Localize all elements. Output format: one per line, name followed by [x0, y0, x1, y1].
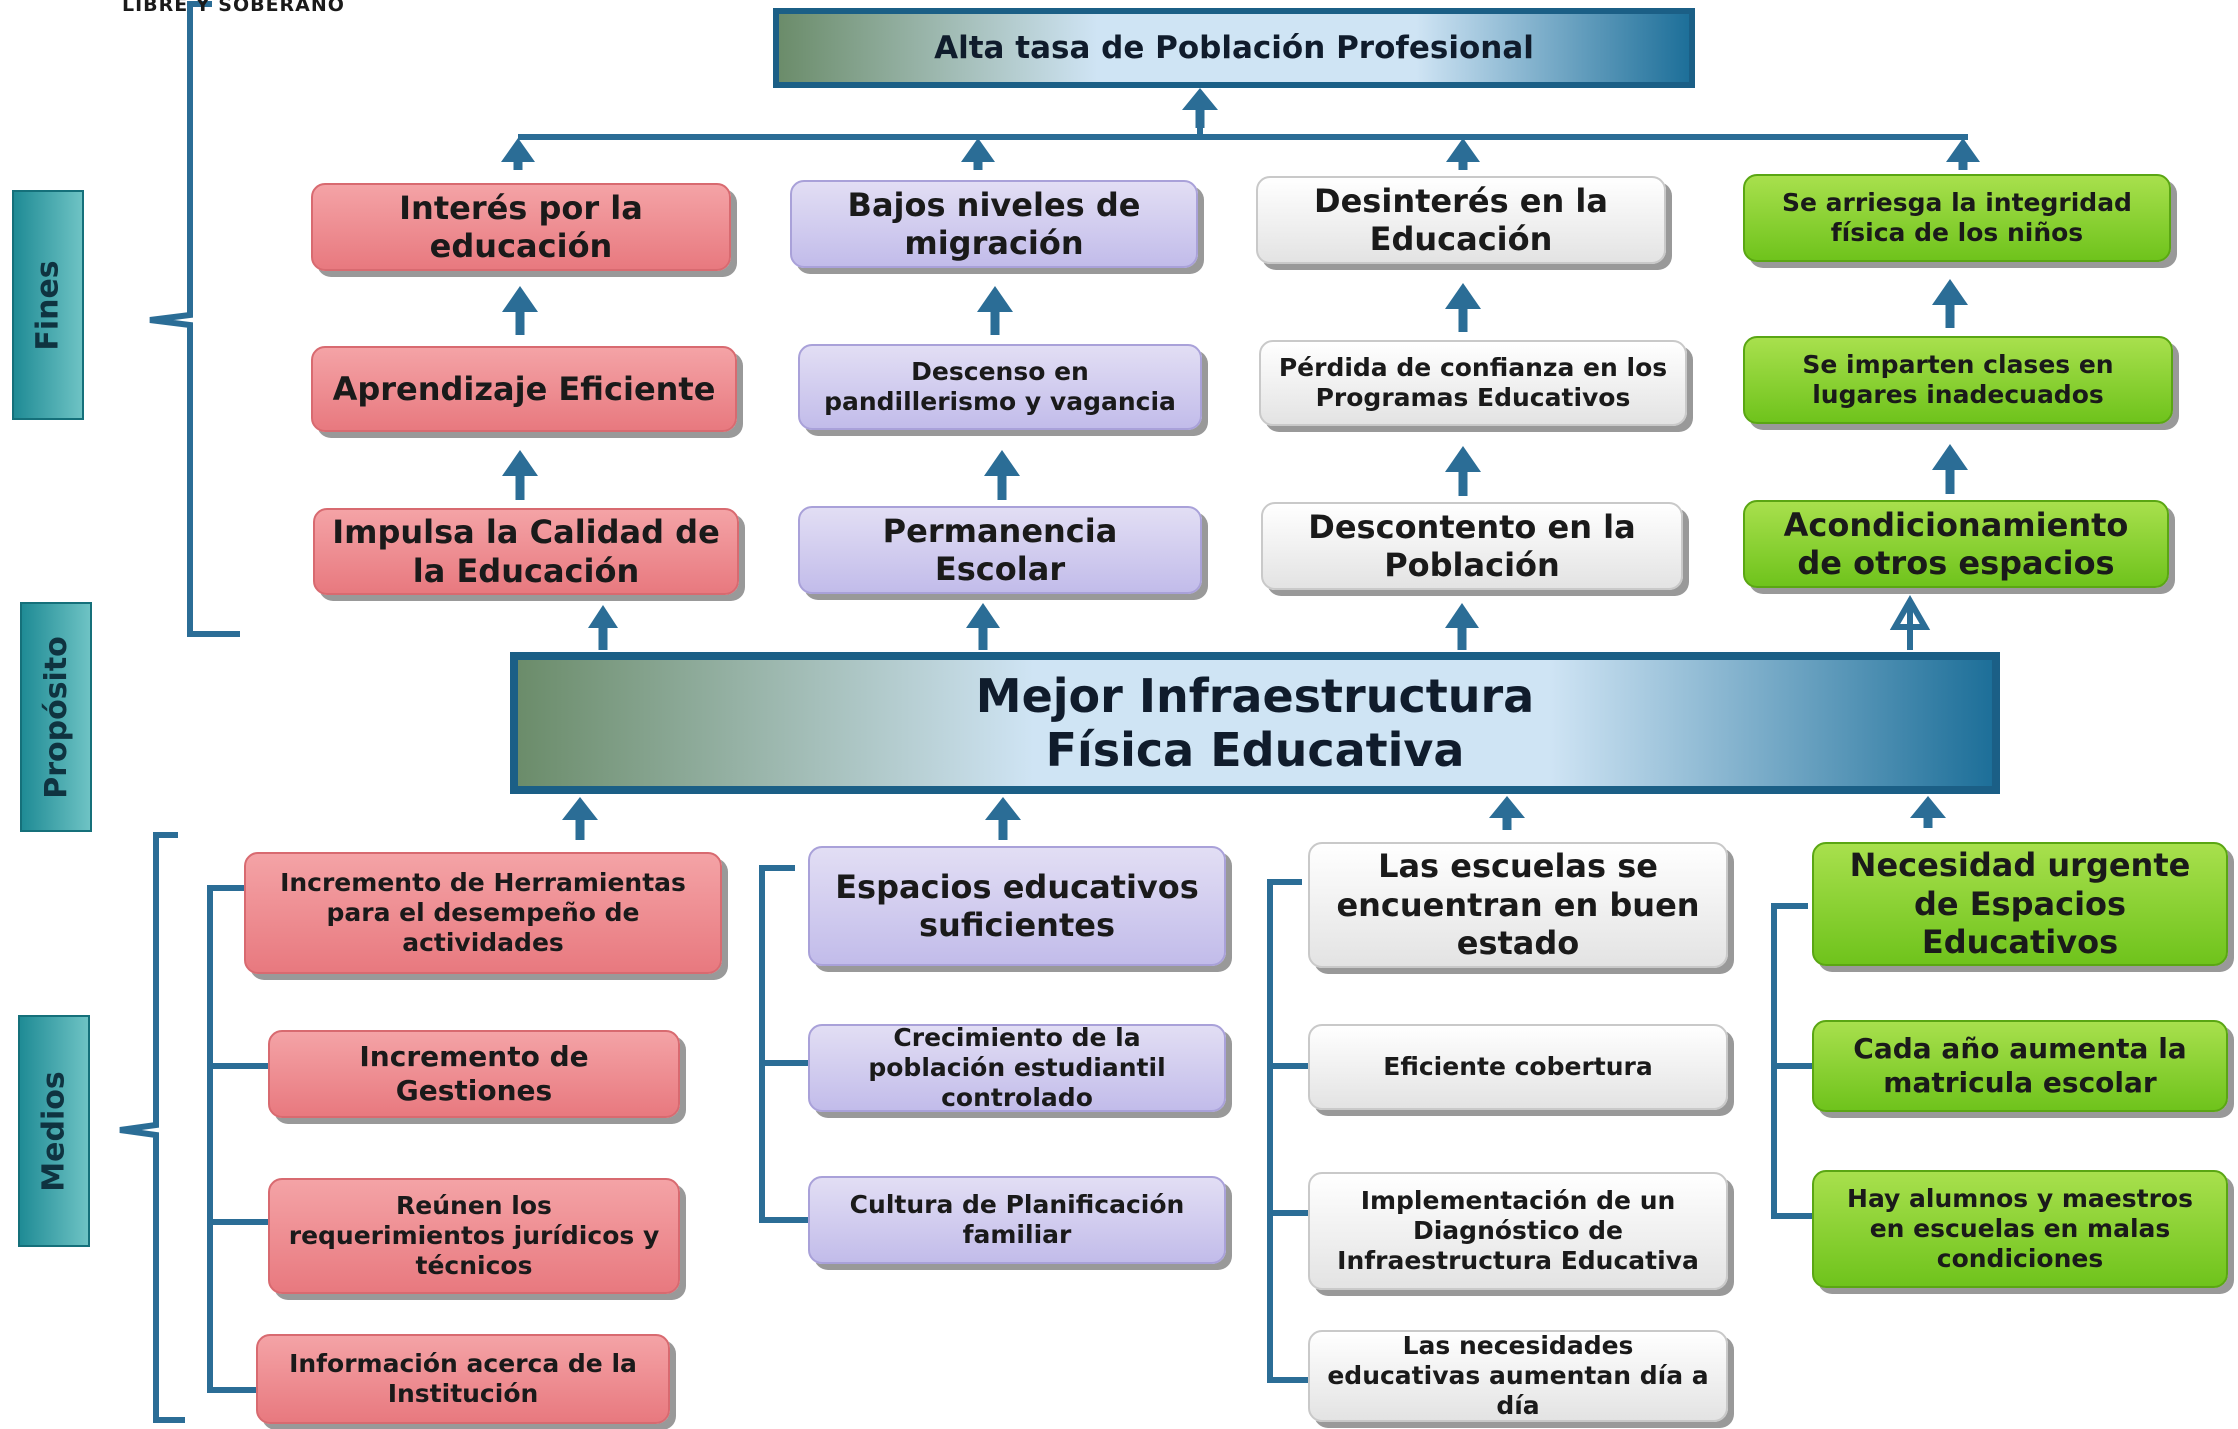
- medios-col1-item3-text: Reúnen los requerimientos jurídicos y té…: [288, 1191, 660, 1280]
- medios-col1-item4: Información acerca de la Institución: [256, 1334, 670, 1424]
- purpose-banner: Mejor Infraestructura Física Educativa: [510, 652, 2000, 794]
- medios-col4-item1-text: Necesidad urgente de Espacios Educativos: [1849, 846, 2191, 962]
- medios-col2-item1: Espacios educativos suficientes: [808, 846, 1226, 966]
- medios-col1-item4-text: Información acerca de la Institución: [289, 1349, 637, 1408]
- medios-col2-item1-text: Espacios educativos suficientes: [835, 867, 1199, 944]
- top-goal-banner: Alta tasa de Población Profesional: [773, 8, 1695, 88]
- medios-col1-item2-text: Incremento de Gestiones: [359, 1040, 589, 1107]
- medios-col3-item4: Las necesidades educativas aumentan día …: [1308, 1330, 1728, 1422]
- fines-col1-middle: Aprendizaje Eficiente: [311, 346, 737, 432]
- medios-col2-item3-text: Cultura de Planificación familiar: [849, 1190, 1185, 1249]
- fines-col2-bottom: Permanencia Escolar: [798, 506, 1202, 594]
- fines-col3-bottom: Descontento en la Población: [1261, 502, 1683, 590]
- fines-col3-top: Desinterés en la Educación: [1256, 176, 1666, 264]
- medios-col3-item1-text: Las escuelas se encuentran en buen estad…: [1336, 847, 1700, 963]
- section-label-medios-text: Medios: [36, 1070, 72, 1192]
- medios-col3-item3: Implementación de un Diagnóstico de Infr…: [1308, 1172, 1728, 1290]
- top-goal-text: Alta tasa de Población Profesional: [934, 30, 1534, 66]
- arrows-top: [501, 138, 1980, 170]
- medios-col3-item2-text: Eficiente cobertura: [1383, 1052, 1653, 1081]
- section-label-proposito: Propósito: [20, 602, 92, 832]
- fines-col4-top: Se arriesga la integridad física de los …: [1743, 174, 2171, 262]
- arrows-to-purpose: [562, 796, 1946, 840]
- fines-col1-top: Interés por la educación: [311, 183, 731, 271]
- medios-col4-item3: Hay alumnos y maestros en escuelas en ma…: [1812, 1170, 2228, 1288]
- fines-col2-middle-text: Descenso en pandillerismo y vagancia: [824, 357, 1176, 416]
- medios-col3-item3-text: Implementación de un Diagnóstico de Infr…: [1337, 1186, 1699, 1275]
- fines-col3-top-text: Desinterés en la Educación: [1314, 181, 1608, 258]
- medios-col4-item3-text: Hay alumnos y maestros en escuelas en ma…: [1847, 1184, 2193, 1273]
- medios-col1-item2: Incremento de Gestiones: [268, 1030, 680, 1118]
- arrows-level3: [502, 444, 1968, 500]
- medios-col2-item2-text: Crecimiento de la población estudiantil …: [868, 1023, 1166, 1112]
- section-label-fines: Fines: [12, 190, 84, 420]
- fines-col4-bottom: Acondicionamiento de otros espacios: [1743, 500, 2169, 588]
- section-label-medios: Medios: [18, 1015, 90, 1247]
- fines-col2-middle: Descenso en pandillerismo y vagancia: [798, 344, 1202, 430]
- medios-col3-item4-text: Las necesidades educativas aumentan día …: [1327, 1331, 1709, 1420]
- fines-col3-middle-text: Pérdida de confianza en los Programas Ed…: [1278, 353, 1668, 412]
- purpose-line2: Física Educativa: [1045, 723, 1465, 777]
- fines-col3-middle: Pérdida de confianza en los Programas Ed…: [1259, 340, 1687, 426]
- section-label-proposito-text: Propósito: [38, 635, 74, 799]
- arrow-goal: [1182, 88, 1218, 128]
- medios-col4-item2-text: Cada año aumenta la matricula escolar: [1853, 1032, 2187, 1099]
- fines-col3-bottom-text: Descontento en la Población: [1308, 507, 1636, 584]
- medios-col4-item2: Cada año aumenta la matricula escolar: [1812, 1020, 2228, 1112]
- logo-text: LIBRE Y SOBERANO: [122, 0, 345, 16]
- medios-col2-item2: Crecimiento de la población estudiantil …: [808, 1023, 1226, 1112]
- fines-col2-top-text: Bajos niveles de migración: [847, 185, 1141, 262]
- medios-col1-item3: Reúnen los requerimientos jurídicos y té…: [268, 1178, 680, 1294]
- fines-col4-middle: Se imparten clases en lugares inadecuado…: [1743, 336, 2173, 424]
- fines-col4-middle-text: Se imparten clases en lugares inadecuado…: [1802, 350, 2114, 409]
- fines-col4-top-text: Se arriesga la integridad física de los …: [1782, 188, 2132, 247]
- fines-col1-middle-text: Aprendizaje Eficiente: [332, 369, 716, 408]
- medios-col1-item1-text: Incremento de Herramientas para el desem…: [280, 868, 686, 957]
- fines-col1-top-text: Interés por la educación: [399, 188, 643, 265]
- fines-col4-bottom-text: Acondicionamiento de otros espacios: [1783, 505, 2129, 582]
- arrows-from-purpose: [588, 594, 1931, 650]
- medios-col3-item2: Eficiente cobertura: [1308, 1024, 1728, 1110]
- arrows-level2: [502, 279, 1968, 335]
- fines-col1-bottom: Impulsa la Calidad de la Educación: [313, 508, 739, 595]
- medios-col1-item1: Incremento de Herramientas para el desem…: [244, 852, 722, 974]
- purpose-line1: Mejor Infraestructura: [975, 669, 1535, 723]
- medios-col4-item1: Necesidad urgente de Espacios Educativos: [1812, 842, 2228, 966]
- fines-col1-bottom-text: Impulsa la Calidad de la Educación: [332, 513, 720, 590]
- section-label-fines-text: Fines: [30, 259, 66, 351]
- fines-col2-top: Bajos niveles de migración: [790, 180, 1198, 268]
- fines-col2-bottom-text: Permanencia Escolar: [882, 511, 1118, 588]
- medios-col2-item3: Cultura de Planificación familiar: [808, 1176, 1226, 1264]
- medios-col3-item1: Las escuelas se encuentran en buen estad…: [1308, 842, 1728, 968]
